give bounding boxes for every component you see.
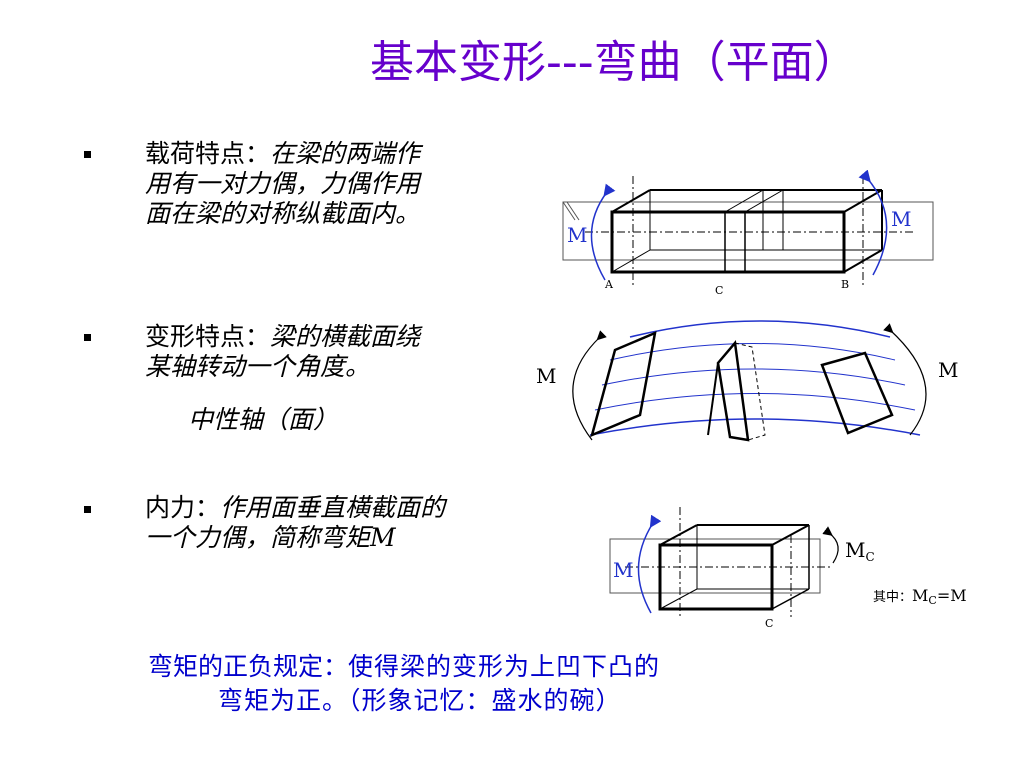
bullet-force-desc-2: 一个力偶，简称弯矩M: [145, 523, 396, 552]
bullet-load-desc-3: 面在梁的对称纵截面内。: [145, 199, 421, 228]
fig1-m-left: M: [567, 223, 587, 247]
sign-rule-label: 弯矩的正负规定：: [148, 652, 349, 681]
fig3-mc-sub: C: [865, 550, 874, 564]
fig3-m-left: M: [613, 558, 633, 582]
fig2-m-right: M: [938, 358, 958, 382]
fig3-note-sub: C: [928, 594, 936, 607]
fig1-label-a: A: [604, 278, 614, 291]
figure-beam-bent: M M: [536, 320, 958, 442]
bullet-deform-desc-1: 梁的横截面绕: [270, 322, 421, 351]
fig1-m-right: M: [891, 207, 911, 231]
bullet-marker-1: [84, 151, 91, 158]
bullet-marker-2: [84, 334, 91, 341]
bullet-load-desc-1: 在梁的两端作: [270, 139, 421, 168]
sign-rule: 弯矩的正负规定：使得梁的变形为上凹下凸的 弯矩为正。（形象记忆：盛水的碗）: [148, 650, 868, 718]
figure-beam-section: M MC C 其中：MC=M: [609, 507, 967, 630]
bullet-force: 内力：作用面垂直横截面的 一个力偶，简称弯矩M: [145, 493, 575, 553]
bullet-marker-3: [84, 506, 91, 513]
page-title: 基本变形---弯曲（平面）: [370, 37, 858, 88]
svg-text:其中：MC=M: 其中：MC=M: [873, 586, 967, 607]
svg-text:MC: MC: [845, 538, 875, 564]
fig1-label-c: C: [715, 284, 723, 297]
bullet-load: 载荷特点：在梁的两端作 用有一对力偶，力偶作用 面在梁的对称纵截面内。: [145, 139, 545, 229]
bullet-deform-label: 变形特点：: [145, 322, 271, 351]
figure-beam-load: M M A C B: [562, 170, 934, 297]
fig3-note-prefix: 其中：: [873, 590, 912, 605]
fig3-label-c: C: [765, 617, 773, 630]
fig3-note-m: M: [912, 586, 928, 605]
fig1-label-b: B: [841, 278, 849, 291]
bullet-force-desc-1: 作用面垂直横截面的: [220, 493, 446, 522]
neutral-axis-note: 中性轴（面）: [188, 405, 339, 434]
bullet-deform-desc-2: 某轴转动一个角度。: [145, 352, 371, 381]
bullet-force-label: 内力：: [145, 493, 221, 522]
bullet-load-label: 载荷特点：: [145, 139, 271, 168]
fig2-m-left: M: [536, 364, 556, 388]
sign-rule-text-1: 使得梁的变形为上凹下凸的: [348, 652, 661, 681]
sign-rule-text-2: 弯矩为正。（形象记忆：盛水的碗）: [218, 686, 622, 715]
fig3-note-eq: =M: [937, 586, 967, 605]
fig3-mc: M: [845, 538, 865, 562]
bullet-load-desc-2: 用有一对力偶，力偶作用: [145, 169, 421, 198]
bullet-deform: 变形特点：梁的横截面绕 某轴转动一个角度。: [145, 322, 545, 382]
